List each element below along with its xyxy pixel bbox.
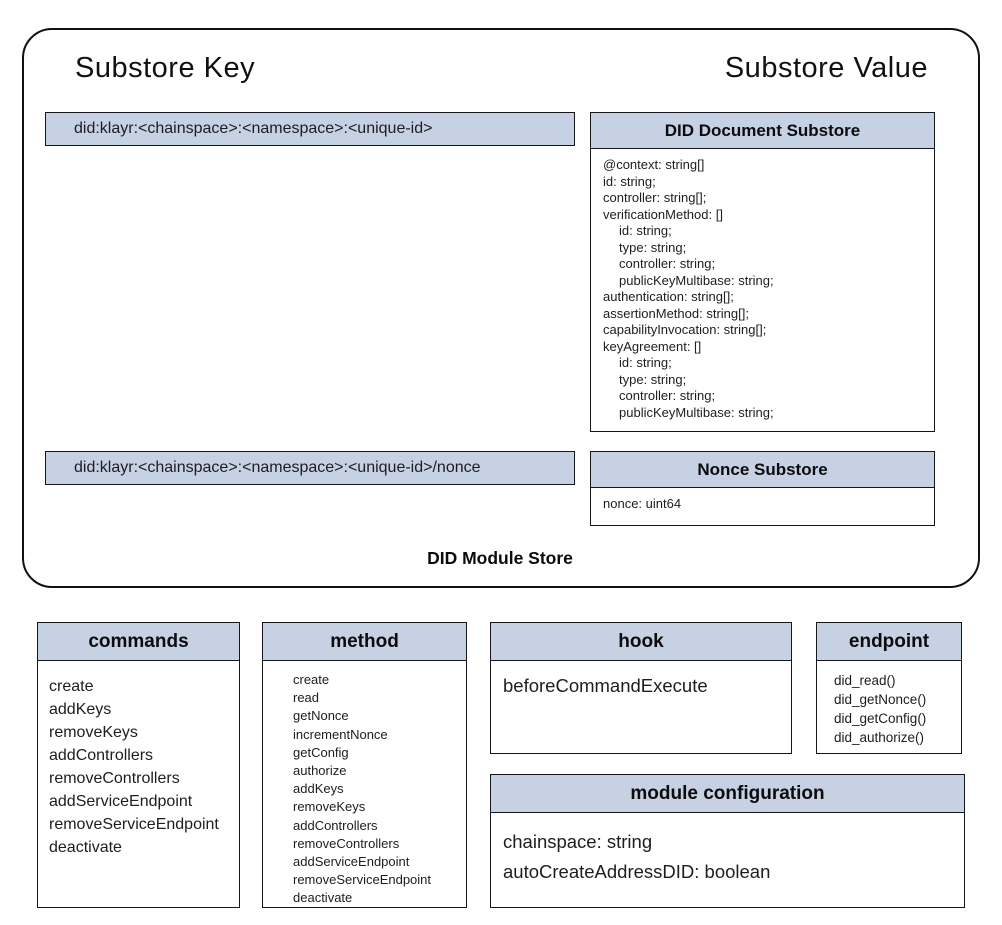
module-configuration-panel: module configuration chainspace: string a… [490, 774, 965, 908]
field-line: @context: string[] [603, 157, 705, 172]
method-item: addControllers [293, 817, 378, 833]
command-item: deactivate [49, 839, 122, 856]
endpoint-item: did_read() [834, 673, 896, 688]
commands-panel: commands create addKeys removeKeys addContr… [37, 622, 240, 908]
field-line: controller: string; [619, 388, 716, 403]
method-item: removeServiceEndpoint [293, 872, 432, 888]
substore-key-column-title: Substore Key [75, 52, 256, 84]
nonce-substore-card: Nonce Substore nonce: uint64 [590, 451, 935, 526]
field-line: controller: string[]; [603, 190, 707, 205]
command-item: removeKeys [49, 724, 138, 741]
field-line: id: string; [603, 173, 656, 189]
module-configuration-item: chainspace: string [503, 831, 653, 852]
did-substore-key-text: did:klayr:<chainspace>:<namespace>:<uniq… [74, 120, 433, 137]
endpoint-item: did_getConfig() [834, 711, 927, 726]
did-substore-key: did:klayr:<chainspace>:<namespace>:<uniq… [45, 112, 575, 146]
method-item: authorize [293, 763, 347, 779]
command-item: removeControllers [49, 770, 180, 787]
module-configuration-list: chainspace: string autoCreateAddressDID: … [491, 813, 964, 901]
endpoint-panel-title: endpoint [817, 623, 961, 661]
commands-list: create addKeys removeKeys addControllers rem… [38, 661, 239, 873]
field-line: verificationMethod: [] [603, 206, 723, 222]
method-panel: method create read getNonce incrementNonce g… [262, 622, 467, 908]
endpoint-item: did_authorize() [834, 730, 925, 745]
field-line: keyAgreement: [] [603, 338, 702, 354]
method-panel-title: method [263, 623, 466, 661]
did-document-substore-title: DID Document Substore [591, 113, 934, 149]
command-item: addControllers [49, 747, 154, 764]
method-item: getConfig [293, 744, 349, 760]
endpoint-panel: endpoint did_read() did_getNonce() did_get… [816, 622, 962, 754]
nonce-substore-title: Nonce Substore [591, 452, 934, 488]
field-line: id: string; [619, 223, 672, 238]
nonce-substore-fields: nonce: uint64 [591, 488, 934, 521]
did-module-store-caption: DID Module Store [427, 548, 573, 568]
hook-panel-title: hook [491, 623, 791, 661]
method-item: addServiceEndpoint [293, 854, 410, 870]
command-item: create [49, 678, 94, 695]
field-line: type: string; [619, 371, 687, 387]
method-item: removeKeys [293, 799, 366, 815]
method-item: deactivate [293, 890, 353, 906]
endpoint-list: did_read() did_getNonce() did_getConfig()d… [817, 661, 961, 757]
did-document-substore-card: DID Document Substore @context: string[]… [590, 112, 935, 432]
substore-value-column-title: Substore Value [724, 52, 928, 84]
hook-list: beforeCommandExecute [491, 661, 791, 711]
method-list: create read getNonce incrementNonce getConfi… [263, 661, 466, 918]
module-configuration-panel-title: module configuration [491, 775, 964, 813]
field-line: authentication: string[]; [603, 289, 734, 304]
field-line: controller: string; [619, 256, 716, 271]
hook-item: beforeCommandExecute [503, 675, 708, 696]
did-document-substore-fields: @context: string[]id: string;controller:… [591, 149, 934, 429]
endpoint-item: did_getNonce() [834, 692, 927, 707]
field-line: type: string; [619, 239, 687, 255]
field-line: id: string; [619, 355, 672, 370]
method-item: read [293, 690, 320, 706]
method-item: incrementNonce [293, 726, 388, 742]
method-item: getNonce [293, 708, 349, 724]
field-line: assertionMethod: string[]; [603, 305, 749, 321]
command-item: addServiceEndpoint [49, 793, 193, 810]
field-line: nonce: uint64 [603, 496, 682, 511]
nonce-substore-key: did:klayr:<chainspace>:<namespace>:<uniq… [45, 451, 575, 485]
hook-panel: hook beforeCommandExecute [490, 622, 792, 754]
field-line: capabilityInvocation: string[]; [603, 322, 767, 337]
commands-panel-title: commands [38, 623, 239, 661]
method-item: create [293, 672, 330, 687]
field-line: publicKeyMultibase: string; [619, 404, 774, 420]
command-item: addKeys [49, 701, 112, 718]
field-line: publicKeyMultibase: string; [619, 272, 774, 288]
module-configuration-item: autoCreateAddressDID: boolean [503, 861, 771, 882]
method-item: addKeys [293, 781, 344, 797]
method-item: removeControllers [293, 835, 400, 851]
nonce-substore-key-text: did:klayr:<chainspace>:<namespace>:<uniq… [74, 459, 481, 476]
command-item: removeServiceEndpoint [49, 816, 219, 833]
